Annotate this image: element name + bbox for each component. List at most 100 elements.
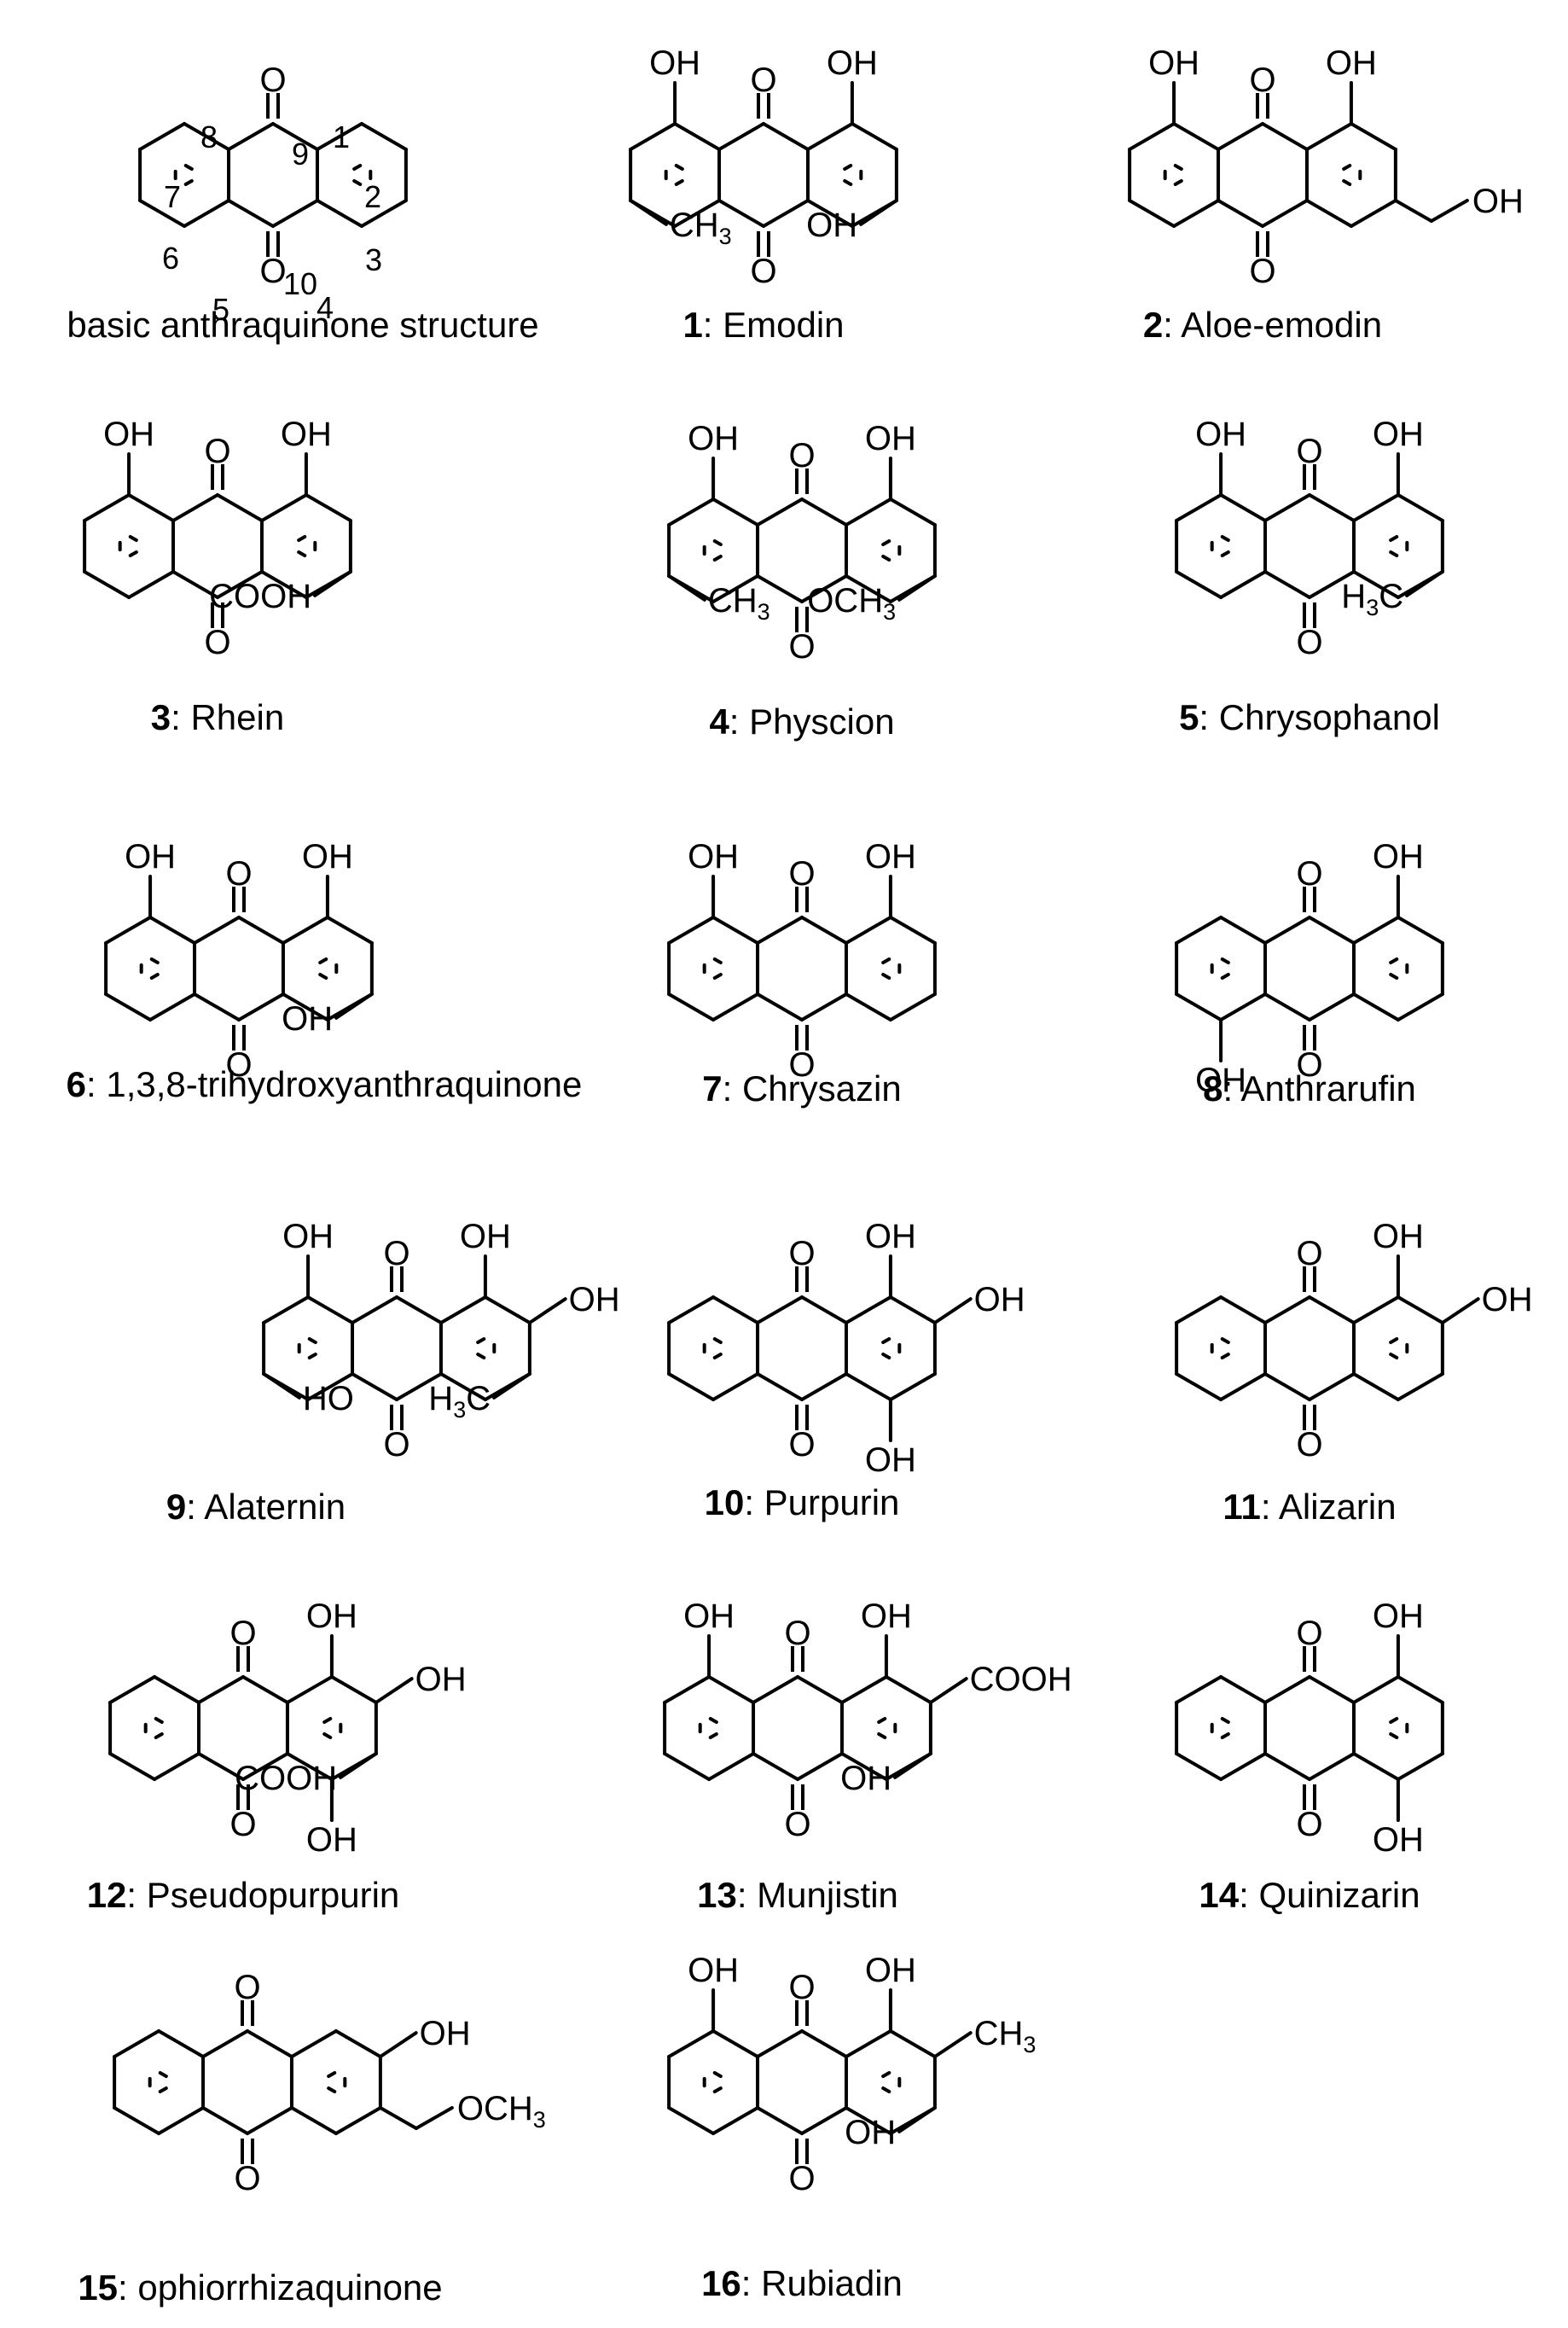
- locant-label: 3: [365, 242, 382, 277]
- bond: [83, 493, 131, 522]
- bond: [395, 1295, 443, 1324]
- bond: [1175, 493, 1223, 522]
- carbonyl-oxygen-label: O: [204, 624, 230, 661]
- substituent-label: OH: [688, 1952, 739, 1989]
- double-bond-line: [158, 2086, 168, 2094]
- bond: [673, 122, 722, 151]
- compound-number: 2: [1143, 305, 1163, 345]
- compound-name: : Rubiadin: [741, 2263, 903, 2303]
- bond: [1263, 916, 1311, 945]
- bond: [108, 1752, 157, 1781]
- bond: [259, 570, 308, 599]
- substituent-label: OH: [688, 420, 739, 457]
- locant-label: 4: [317, 290, 334, 325]
- bond: [1219, 570, 1268, 599]
- carbonyl-oxygen-label: O: [788, 1046, 815, 1084]
- bond: [1263, 1372, 1311, 1401]
- bond: [289, 2029, 338, 2058]
- bond: [796, 1675, 844, 1704]
- substituent-label: OH: [861, 1598, 912, 1635]
- bond: [1217, 122, 1264, 151]
- bond: [1308, 570, 1356, 599]
- substituent-label: OH: [1148, 44, 1199, 82]
- double-bond-line: [352, 163, 363, 172]
- carbonyl-oxygen-label: O: [1296, 1426, 1322, 1464]
- compound-caption: 13: Munjistin: [697, 1875, 898, 1915]
- substituent-label: OH: [306, 1821, 357, 1859]
- carbonyl-oxygen-label: O: [1296, 624, 1322, 661]
- substituent-label: CH3: [974, 2015, 1037, 2057]
- bond: [157, 2106, 206, 2135]
- bond: [325, 916, 374, 945]
- substituent-label: OH: [974, 1281, 1025, 1318]
- bond: [1219, 1295, 1268, 1324]
- carbonyl-oxygen-label: O: [259, 61, 286, 99]
- bond: [800, 574, 848, 603]
- bond: [315, 199, 363, 228]
- carbonyl-oxygen-label: O: [1296, 855, 1322, 893]
- double-bond-line: [712, 2070, 723, 2079]
- compound-number: 10: [705, 1482, 745, 1522]
- double-bond-line: [1389, 1352, 1399, 1360]
- double-bond-line: [318, 957, 328, 965]
- bond: [805, 199, 854, 228]
- double-bond-line: [327, 2086, 337, 2094]
- double-bond-line: [674, 178, 684, 187]
- double-bond-line: [1220, 1336, 1230, 1345]
- substituent-label: OH: [683, 1598, 735, 1635]
- carbonyl-oxygen-label: O: [788, 855, 815, 893]
- double-bond-line: [158, 2070, 168, 2079]
- bond: [334, 2029, 382, 2058]
- bond: [1304, 199, 1353, 228]
- bond: [1351, 992, 1400, 1021]
- bond: [667, 992, 716, 1021]
- bond: [438, 1372, 487, 1401]
- double-bond-line: [128, 534, 138, 543]
- bond: [171, 493, 219, 522]
- substituent-label: OH: [1472, 183, 1524, 220]
- bond: [663, 1675, 711, 1704]
- compound-name: : Emodin: [703, 305, 845, 345]
- double-bond-line: [1389, 957, 1399, 965]
- substituent-label: OH: [1373, 1821, 1424, 1859]
- bond: [148, 992, 197, 1021]
- compound-name: basic anthraquinone structure: [67, 305, 538, 345]
- bond: [285, 1752, 334, 1781]
- bond: [667, 1295, 716, 1324]
- double-bond-line: [712, 2086, 723, 2094]
- compound-name: : ophiorrhizaquinone: [118, 2267, 443, 2308]
- carbonyl-oxygen-label: O: [383, 1426, 409, 1464]
- carbonyl-oxygen-label: O: [259, 253, 286, 290]
- bond: [1351, 1372, 1400, 1401]
- bond: [1219, 1752, 1268, 1781]
- substituent-bond: [492, 1372, 531, 1400]
- bond: [762, 122, 810, 151]
- bond: [334, 2106, 382, 2135]
- substituent-label: CH3: [670, 207, 732, 249]
- double-bond-line: [1389, 972, 1399, 981]
- compound-number: 12: [87, 1875, 127, 1915]
- bond: [667, 916, 716, 945]
- substituent-bond: [378, 2106, 418, 2130]
- double-bond-line: [712, 1352, 723, 1360]
- compound-caption: 16: Rubiadin: [701, 2263, 903, 2303]
- double-bond-line: [843, 178, 853, 187]
- carbonyl-oxygen-label: O: [1296, 1615, 1322, 1652]
- carbonyl-oxygen-label: O: [204, 433, 230, 470]
- compound-name: : Rhein: [171, 697, 284, 737]
- compound-name: : Quinizarin: [1239, 1875, 1420, 1915]
- double-bond-line: [149, 972, 160, 981]
- substituent-label: OH: [282, 1000, 333, 1038]
- bond: [1261, 122, 1309, 151]
- substituent-label: OH: [282, 1218, 334, 1255]
- carbonyl-oxygen-label: O: [1249, 253, 1275, 290]
- bond: [259, 493, 308, 522]
- bond: [1308, 1752, 1356, 1781]
- substituent-label: OH: [1373, 416, 1424, 453]
- bond: [884, 1675, 932, 1704]
- bond: [844, 2029, 892, 2058]
